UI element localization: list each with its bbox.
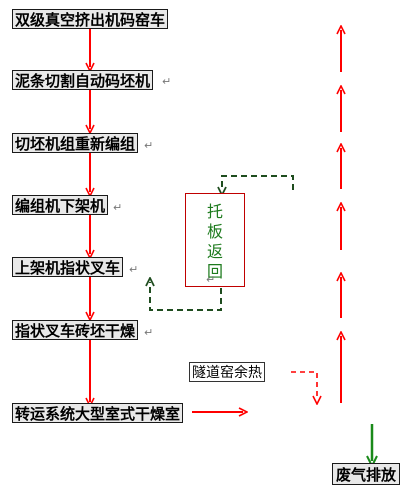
pallet-return-arrows: [150, 175, 294, 311]
step-cutting-setting-machine: 泥条切割自动码坯机: [12, 70, 154, 90]
step-regrouping: 切坯机组重新编组: [12, 133, 139, 153]
paragraph-mark: ↵: [113, 201, 123, 214]
tunnel-kiln-heat-label: 隧道窑余热: [189, 362, 265, 382]
step-unloading-machine: 编组机下架机: [12, 195, 109, 215]
paragraph-mark: ↵: [206, 273, 216, 286]
paragraph-mark: ↵: [144, 326, 154, 339]
exhaust-label: 废气排放: [332, 463, 401, 485]
step-loading-finger-car: 上架机指状叉车: [12, 257, 124, 277]
return-arrow-top: [222, 175, 294, 191]
paragraph-mark: ↵: [144, 139, 154, 152]
return-arrow-bottom: [150, 282, 222, 311]
step-dryer-chamber: 转运系统大型室式干燥室: [12, 403, 184, 423]
paragraph-mark: ↵: [129, 263, 139, 276]
pallet-return-char: 回: [206, 262, 223, 281]
step-brick-drying: 指状叉车砖坯干燥: [12, 320, 139, 340]
flow-arrows: [90, 29, 243, 412]
tunnel-heat-arrow: [291, 371, 317, 400]
step-extruder-kiln-car: 双级真空挤出机码窑车: [12, 9, 169, 29]
pallet-return-label: 托 板 返 回: [186, 202, 244, 282]
pallet-return-char: 返: [206, 242, 223, 261]
pallet-return-char: 板: [206, 222, 223, 241]
pallet-return-char: 托: [206, 202, 223, 221]
pallet-return-box: 托 板 返 回 ↵: [185, 193, 245, 287]
paragraph-mark: ↵: [162, 75, 172, 88]
